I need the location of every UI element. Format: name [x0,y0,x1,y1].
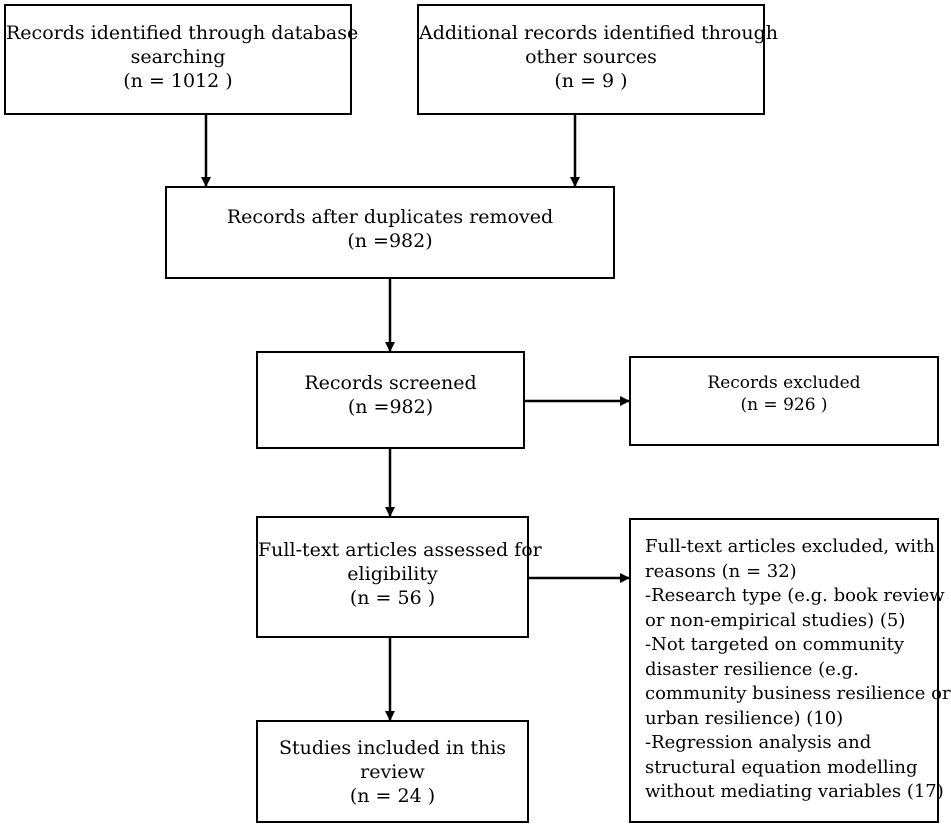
box-line: structural equation modelling [645,756,918,778]
box-line: (n =982) [347,396,434,418]
box-line: Records excluded [707,373,861,393]
box-records-excluded: Records excluded (n = 926 ) [629,356,939,446]
box-line: eligibility [347,563,438,585]
box-line: Full-text articles assessed for [258,539,542,561]
box-line: Records screened [304,372,477,394]
box-records-database: Records identified through database sear… [4,4,359,115]
box-studies-included: Studies included in this review (n = 24 … [256,720,529,823]
box-line: review [360,761,425,783]
box-line: urban resilience) (10) [645,707,844,729]
box-records-other-sources: Additional records identified through ot… [417,4,778,115]
box-duplicates-removed: Records after duplicates removed (n =982… [165,186,615,279]
box-line: (n =982) [347,230,433,252]
box-line: community business resilience or [645,683,951,704]
box-line: or non-empirical studies) (5) [645,609,906,631]
box-line: -Regression analysis and [645,732,872,753]
box-line: searching [130,46,226,68]
box-line: Additional records identified through [419,22,778,44]
box-line: Records identified through database [6,22,359,44]
box-line: -Not targeted on community [645,634,905,655]
box-line: (n = 56 ) [349,587,436,609]
box-line: (n = 24 ) [349,785,436,807]
box-line: without mediating variables (17) [645,781,944,802]
box-line: -Research type (e.g. book review [645,585,945,606]
box-records-screened: Records screened (n =982) [256,351,525,449]
box-full-text-assessed: Full-text articles assessed for eligibil… [256,516,542,638]
box-line: disaster resilience (e.g. [645,658,859,680]
box-line: (n = 9 ) [554,70,628,92]
box-line: Studies included in this [278,737,507,759]
box-line: (n = 1012 ) [123,70,233,92]
box-line: Full-text articles excluded, with [645,536,935,557]
box-line: Records after duplicates removed [226,206,554,228]
box-line: other sources [525,46,657,68]
box-full-text-excluded: Full-text articles excluded, with reason… [629,518,951,823]
box-line: (n = 926 ) [740,395,828,415]
box-line: reasons (n = 32) [645,560,797,582]
